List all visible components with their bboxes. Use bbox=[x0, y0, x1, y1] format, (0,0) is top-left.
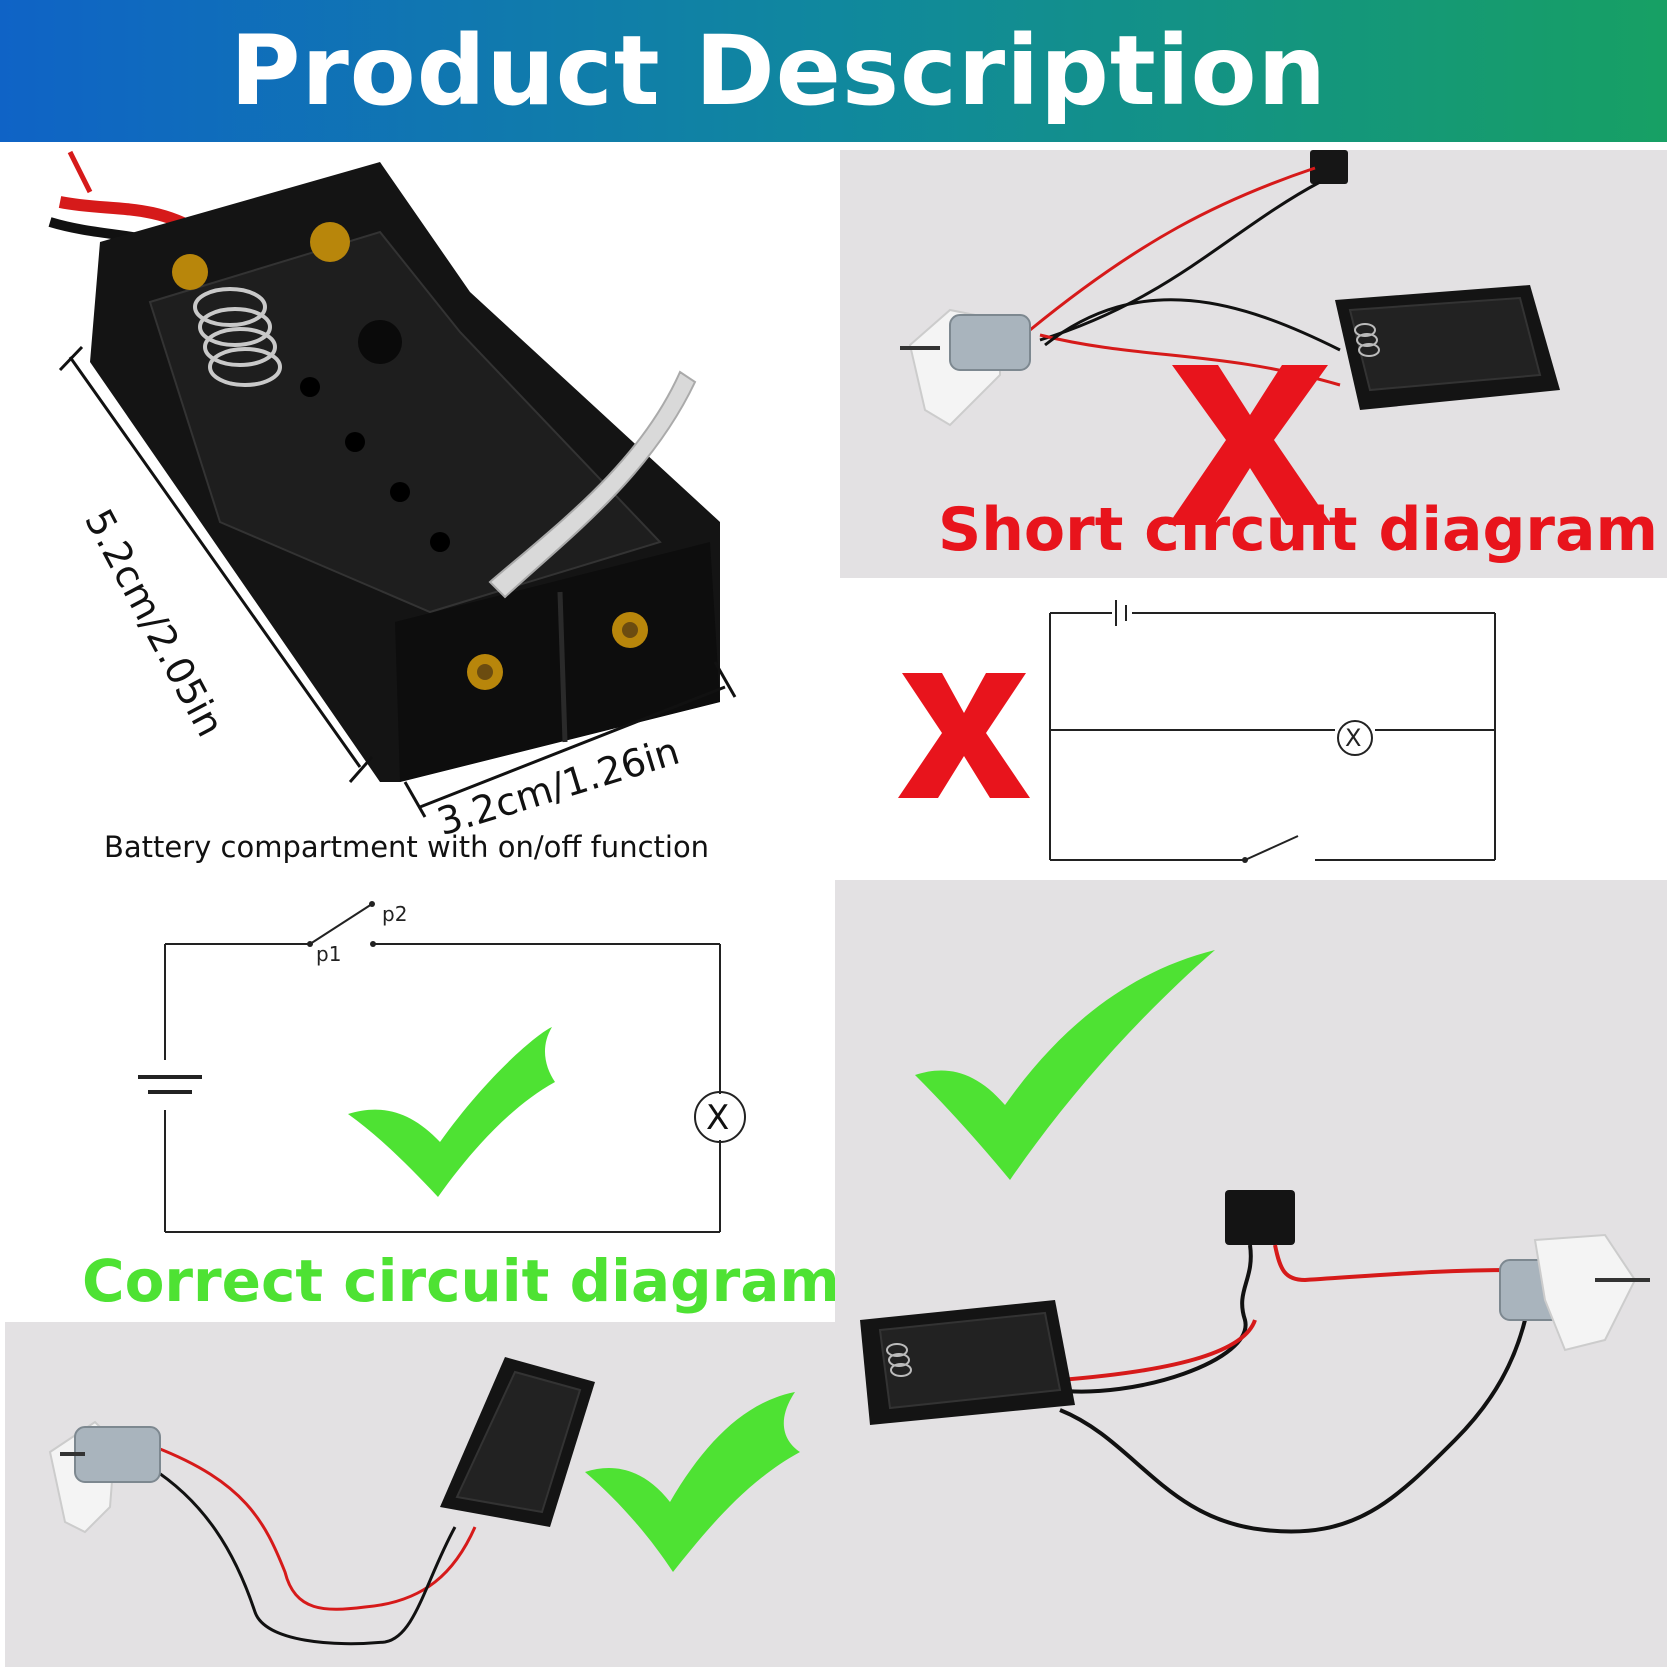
short-circuit-photo-panel: Short circuit diagram bbox=[840, 150, 1667, 578]
correct-photo-2-check-icon bbox=[585, 1392, 800, 1572]
short-circuit-cross-icon bbox=[1168, 365, 1332, 525]
product-photo-panel: 5.2cm/2.05in 3.2cm/1.26in Battery compar… bbox=[0, 142, 840, 882]
correct-circuit-photo-2-illustration bbox=[48, 1357, 800, 1646]
page-title: Product Description bbox=[230, 15, 1327, 127]
short-schematic-cross-icon bbox=[898, 673, 1030, 798]
switch-pin-1-label: p1 bbox=[316, 942, 342, 966]
battery-holder-illustration bbox=[48, 150, 737, 818]
correct-circuit-caption: Correct circuit diagram bbox=[82, 1247, 835, 1315]
short-circuit-photo-illustration bbox=[900, 150, 1560, 525]
correct-circuit-photo-illustration bbox=[860, 950, 1650, 1534]
short-schematic-lamp-symbol: X bbox=[1345, 724, 1362, 752]
short-circuit-caption: Short circuit diagram bbox=[938, 495, 1658, 565]
correct-circuit-schematic-panel: p1 p2 X Correct circuit diagram bbox=[0, 882, 835, 1322]
correct-schematic-lamp-symbol: X bbox=[706, 1098, 730, 1138]
correct-circuit-schematic bbox=[138, 901, 746, 1233]
switch-pin-2-label: p2 bbox=[382, 902, 408, 926]
short-circuit-schematic-panel: X bbox=[840, 578, 1667, 878]
product-caption: Battery compartment with on/off function bbox=[104, 830, 710, 864]
correct-circuit-photo-panel bbox=[835, 880, 1667, 1667]
header-banner: Product Description bbox=[0, 0, 1667, 142]
correct-circuit-photo-panel-2 bbox=[5, 1322, 835, 1667]
correct-photo-check-icon bbox=[915, 950, 1215, 1180]
correct-schematic-check-icon bbox=[348, 1027, 555, 1197]
short-circuit-schematic bbox=[898, 600, 1496, 863]
